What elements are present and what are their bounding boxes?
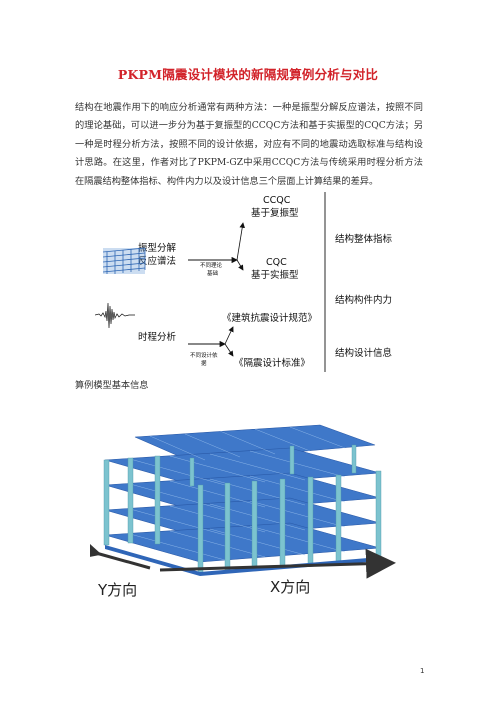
page-title: PKPM隔震设计模块的新隔规算例分析与对比: [117, 67, 379, 82]
intro-paragraph: 结构在地震作用下的响应分析通常有两种方法：一种是振型分解反应谱法，按照不同的理论…: [75, 102, 423, 187]
building-thumbnail-icon: [102, 247, 146, 274]
ccqc-desc: 基于复振型: [251, 207, 299, 219]
seismic-wave-icon: [95, 302, 135, 329]
method-1-line-1: 振型分解: [138, 242, 177, 254]
arrow-to-cqc: [236, 259, 244, 271]
note-2-line-1: 不同设计依: [190, 351, 218, 359]
ccqc-label: CCQC: [263, 195, 291, 206]
note-2-line-2: 据: [201, 359, 207, 367]
code-1-label: 《建筑抗震设计规范》: [222, 312, 317, 324]
arrow-to-code-2: [224, 343, 234, 357]
cqc-desc: 基于实振型: [251, 269, 299, 281]
arrow-to-code-1: [224, 326, 234, 345]
method-2-label: 时程分析: [138, 331, 177, 343]
y-direction-arrow: [90, 532, 151, 570]
y-direction-label: Y方向: [97, 581, 137, 599]
result-2-label: 结构构件内力: [335, 294, 392, 306]
note-1-line-2: 基础: [207, 269, 219, 277]
arrow-to-ccqc: [236, 222, 245, 261]
building-model: [103, 424, 382, 576]
cqc-label: CQC: [266, 257, 287, 268]
method-comparison-diagram: 振型分解 反应谱法 不同理论 基础 CCQC 基于复振型 CQC 基于实振型 《…: [95, 192, 393, 372]
method-1-line-2: 反应谱法: [138, 255, 176, 267]
code-2-label: 《隔震设计标准》: [234, 357, 310, 369]
page-number: 1: [420, 667, 425, 675]
x-direction-arrow: [159, 548, 396, 579]
result-1-label: 结构整体指标: [335, 233, 393, 245]
x-direction-label: X方向: [270, 578, 310, 596]
result-3-label: 结构设计信息: [335, 347, 392, 359]
model-info-heading: 算例模型基本信息: [75, 380, 149, 391]
note-1-line-1: 不同理论: [200, 261, 223, 269]
structure-model-figure: Y方向 X方向: [90, 424, 396, 599]
